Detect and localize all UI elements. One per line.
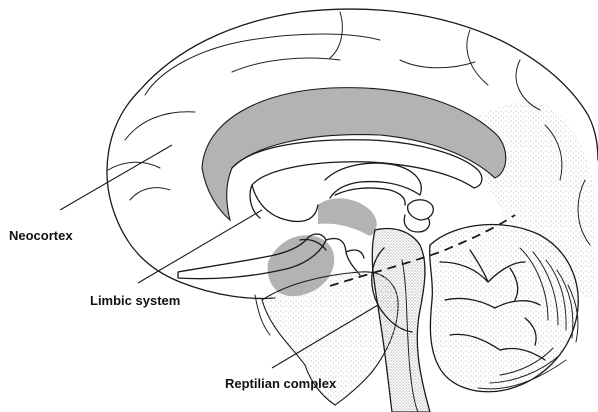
cingulate-gyrus bbox=[202, 88, 506, 220]
brainstem bbox=[372, 229, 430, 412]
limbic-system-label: Limbic system bbox=[90, 294, 180, 307]
neocortex-label: Neocortex bbox=[9, 229, 73, 242]
reptilian-complex-label: Reptilian complex bbox=[225, 377, 336, 390]
pineal bbox=[408, 200, 434, 220]
fornix-gray bbox=[318, 198, 377, 236]
frontal-lower-outline bbox=[115, 215, 275, 298]
septum-lines bbox=[252, 185, 318, 222]
neocortex-pointer bbox=[60, 145, 172, 210]
pineal-2 bbox=[404, 215, 429, 232]
limbic-pointer bbox=[138, 210, 262, 283]
